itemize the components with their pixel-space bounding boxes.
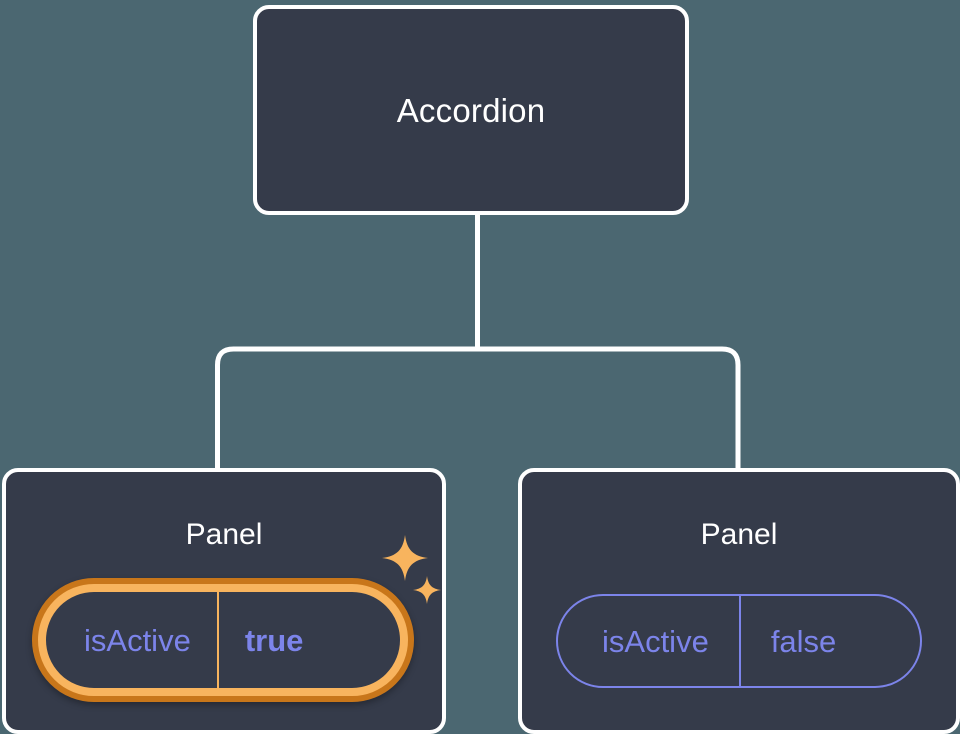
node-accordion-label: Accordion <box>396 91 546 129</box>
prop-key: isActive <box>84 622 191 658</box>
prop-value: false <box>738 596 880 686</box>
prop-pill-isactive-false[interactable]: isActive false <box>556 594 922 688</box>
node-panel-inactive-label: Panel <box>700 518 778 551</box>
connector-bus <box>215 346 741 472</box>
node-panel-active-label: Panel <box>185 518 263 551</box>
prop-value: true <box>216 592 344 688</box>
prop-key: isActive <box>602 623 709 659</box>
node-accordion[interactable]: Accordion <box>253 5 689 215</box>
prop-pill-inner-ring: isActive true <box>38 584 408 696</box>
prop-pill-isactive-true[interactable]: isActive true <box>32 578 414 702</box>
